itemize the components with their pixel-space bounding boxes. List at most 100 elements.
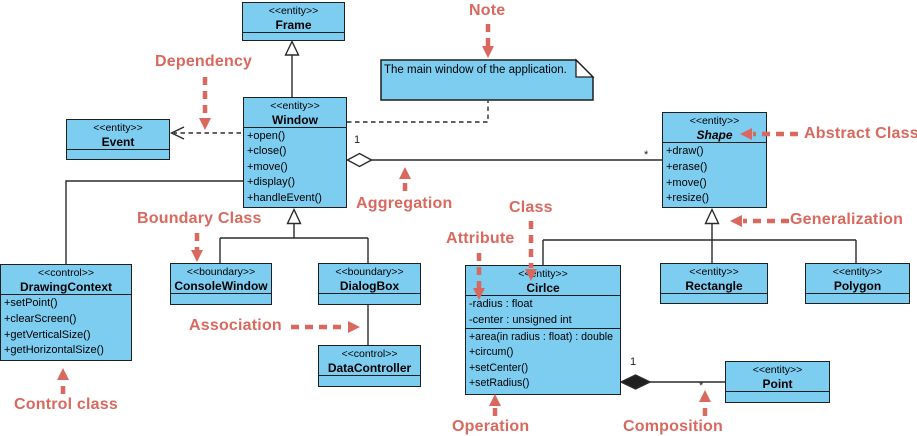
multiplicity-label: * [699, 380, 704, 392]
class-name: Polygon [833, 279, 882, 293]
empty-compartment [319, 375, 420, 386]
class-consolewindow-header: <<boundary>> ConsoleWindow [171, 264, 271, 293]
annotation-aggregation[interactable]: Aggregation [356, 195, 453, 212]
annotation-attribute[interactable]: Attribute [446, 230, 515, 247]
class-name: DataController [327, 361, 412, 375]
operation-row: +setCenter() [469, 361, 529, 374]
note-shape[interactable] [380, 58, 595, 101]
note-fold-corner [575, 58, 595, 78]
empty-compartment [661, 293, 767, 303]
stereotype-label: <<entity>> [832, 266, 883, 278]
class-event[interactable]: <<entity>> Event [66, 119, 170, 160]
operation-row: +resize() [666, 192, 710, 205]
class-rectangle[interactable]: <<entity>> Rectangle [660, 263, 768, 304]
class-dialogbox-header: <<boundary>> DialogBox [319, 264, 420, 293]
stereotype-label: <<entity>> [689, 115, 740, 127]
operation-row: +handleEvent() [247, 191, 322, 204]
class-drawingcontext-header: <<control>> DrawingContext [1, 265, 131, 294]
generalization-triangle-shape [704, 207, 720, 225]
annotation-boundary-class[interactable]: Boundary Class [137, 210, 262, 227]
class-datacontroller-header: <<control>> DataController [319, 346, 420, 375]
class-name: Point [762, 377, 793, 391]
annotation-association[interactable]: Association [189, 317, 282, 334]
stereotype-label: <<boundary>> [186, 266, 256, 278]
annotation-dependency[interactable]: Dependency [155, 53, 253, 70]
attribute-row: -radius : float [469, 298, 533, 310]
annotation-composition[interactable]: Composition [623, 418, 723, 435]
note-text: The main window of the application. [384, 64, 567, 76]
class-point-header: <<entity>> Point [726, 362, 829, 391]
stereotype-label: <<entity>> [270, 100, 320, 112]
empty-compartment [171, 293, 271, 304]
class-rectangle-header: <<entity>> Rectangle [661, 264, 767, 293]
composition-diamond [619, 374, 652, 390]
multiplicity-label: * [644, 149, 649, 161]
operations-compartment: +open() +close() +move() +display() +han… [244, 127, 346, 207]
annotation-note[interactable]: Note [469, 2, 506, 19]
generalization-triangle-frame [284, 39, 300, 56]
operation-row: +open() [247, 130, 286, 142]
class-frame[interactable]: <<entity>> Frame [242, 2, 345, 41]
operation-row: +area(in radius : float) : double [469, 331, 613, 343]
multiplicity-label: 1 [354, 134, 361, 146]
stereotype-label: <<entity>> [93, 122, 143, 134]
note-anchor-line [347, 101, 489, 123]
class-dialogbox[interactable]: <<boundary>> DialogBox [318, 263, 421, 305]
class-name: Rectangle [685, 279, 743, 293]
class-circle-header: <<entity>> Cirlce [466, 266, 620, 295]
attribute-row: -center : unsigned int [469, 313, 572, 326]
operations-compartment: +draw() +erase() +move() +resize() [663, 142, 766, 207]
class-name: Window [272, 113, 318, 127]
class-window-header: <<entity>> Window [244, 98, 346, 127]
operations-compartment: +area(in radius : float) : double +circu… [466, 328, 620, 394]
operation-row: +move() [666, 176, 707, 189]
class-name: Frame [275, 18, 312, 32]
class-shape[interactable]: <<entity>> Shape +draw() +erase() +move(… [662, 112, 767, 208]
stereotype-label: <<entity>> [752, 364, 803, 376]
annotation-control-class[interactable]: Control class [14, 396, 118, 413]
class-circle[interactable]: <<entity>> Cirlce -radius : float -cente… [465, 265, 621, 395]
empty-compartment [726, 391, 829, 402]
empty-compartment [243, 32, 344, 40]
operations-compartment: +setPoint() +clearScreen() +getVerticalS… [1, 294, 131, 360]
class-name: Shape [696, 128, 733, 142]
class-name: ConsoleWindow [174, 279, 268, 293]
class-consolewindow[interactable]: <<boundary>> ConsoleWindow [170, 263, 272, 305]
class-name: Event [101, 135, 135, 149]
class-name: DrawingContext [19, 280, 112, 294]
operation-row: +display() [247, 176, 295, 189]
operation-row: +close() [247, 145, 287, 158]
class-frame-header: <<entity>> Frame [243, 3, 344, 32]
operation-row: +setPoint() [4, 297, 58, 309]
operation-row: +setRadius() [469, 376, 530, 389]
operation-row: +clearScreen() [4, 312, 77, 325]
annotation-class[interactable]: Class [509, 199, 553, 216]
stereotype-label: <<entity>> [518, 268, 568, 280]
class-name: Cirlce [526, 281, 560, 295]
class-polygon[interactable]: <<entity>> Polygon [805, 263, 910, 304]
annotation-operation[interactable]: Operation [452, 418, 530, 435]
operation-row: +draw() [666, 145, 704, 157]
class-shape-header: <<entity>> Shape [663, 113, 766, 142]
annotation-generalization[interactable]: Generalization [790, 211, 904, 228]
class-datacontroller[interactable]: <<control>> DataController [318, 345, 421, 387]
class-polygon-header: <<entity>> Polygon [806, 264, 909, 293]
operation-row: +erase() [666, 160, 708, 173]
empty-compartment [319, 293, 420, 304]
empty-compartment [67, 149, 169, 159]
class-drawingcontext[interactable]: <<control>> DrawingContext +setPoint() +… [0, 264, 132, 361]
class-event-header: <<entity>> Event [67, 120, 169, 149]
class-window[interactable]: <<entity>> Window +open() +close() +move… [243, 97, 347, 208]
aggregation-diamond [346, 152, 373, 168]
stereotype-label: <<control>> [37, 267, 95, 279]
stereotype-label: <<boundary>> [335, 266, 404, 278]
stereotype-label: <<entity>> [268, 5, 319, 17]
multiplicity-label: 1 [630, 356, 637, 368]
class-point[interactable]: <<entity>> Point [725, 361, 830, 403]
operation-row: +move() [247, 160, 288, 173]
annotation-abstract-class[interactable]: Abstract Class [804, 125, 917, 142]
association-drawingcontext-window [65, 180, 243, 264]
stereotype-label: <<control>> [341, 348, 398, 360]
operation-row: +getVerticalSize() [4, 328, 91, 341]
